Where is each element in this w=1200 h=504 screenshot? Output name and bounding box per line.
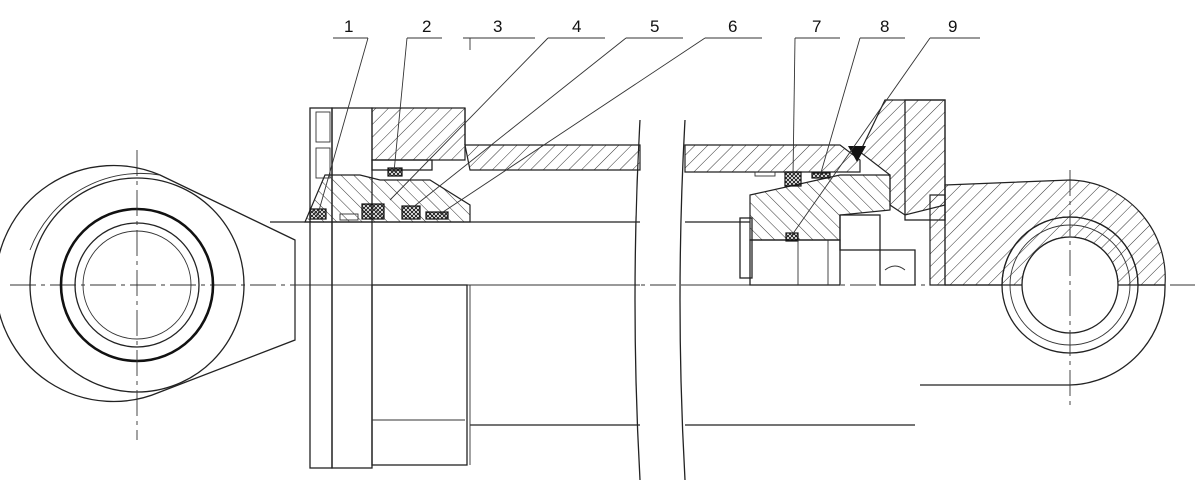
callout-2: 2 — [422, 17, 431, 36]
rod-end-eye — [0, 150, 296, 440]
callout-9: 9 — [948, 17, 957, 36]
callout-6: 6 — [728, 17, 737, 36]
callout-1: 1 — [344, 17, 353, 36]
weld-mark — [848, 146, 866, 162]
callout-4: 4 — [572, 17, 581, 36]
callout-leaders — [317, 37, 980, 236]
callout-8: 8 — [880, 17, 889, 36]
callout-7: 7 — [812, 17, 821, 36]
break-lines — [634, 119, 686, 481]
callout-3: 3 — [493, 17, 502, 36]
rear-clevis — [920, 170, 1166, 410]
callout-5: 5 — [650, 17, 659, 36]
end-cap — [839, 99, 946, 286]
gland-assembly — [304, 107, 471, 469]
callout-labels: 1 2 3 4 5 6 7 8 9 — [344, 17, 957, 36]
cylinder-barrel — [464, 108, 915, 465]
piston-rod — [270, 221, 750, 286]
piston-assembly — [739, 171, 891, 286]
